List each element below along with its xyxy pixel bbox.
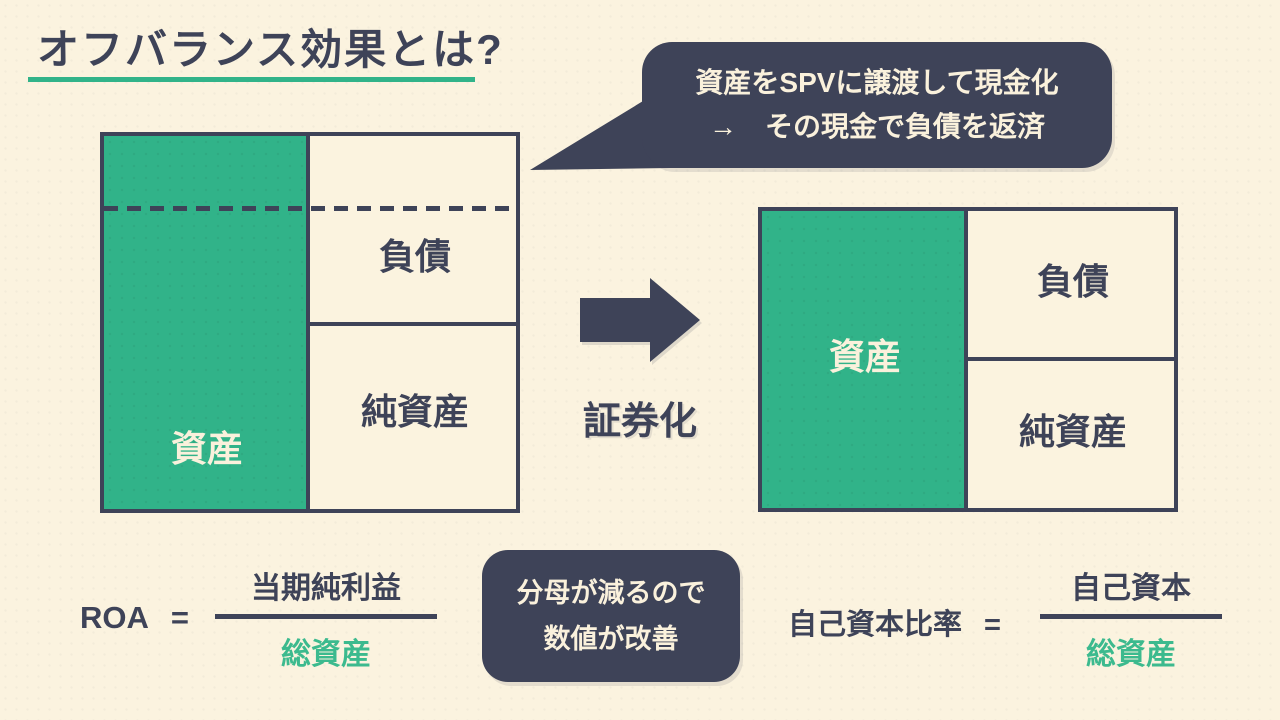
asset-block-after (762, 211, 968, 508)
note-box-line-1: 分母が減るので (516, 578, 706, 608)
roa-label: ROA (80, 600, 149, 635)
equity-ratio-denominator: 総資産 (1086, 638, 1176, 671)
equity-ratio-label: 自己資本比率 (788, 609, 963, 641)
roa-formula-lhs: ROA = (80, 600, 189, 636)
equity-ratio-numerator: 自己資本 (1071, 572, 1191, 605)
equity-ratio-formula-lhs: 自己資本比率 = (788, 601, 1001, 643)
roa-fraction-bar (215, 614, 437, 619)
title-underline (28, 77, 475, 82)
liability-label-after: 負債 (1036, 261, 1109, 302)
liability-netasset-divider-after (968, 357, 1174, 361)
liability-label-before: 負債 (378, 236, 451, 277)
page-title: オフバランス効果とは? (37, 26, 504, 73)
net-asset-label-after: 純資産 (1018, 411, 1127, 452)
balance-sheet-after: 資産 負債 純資産 (758, 207, 1178, 512)
roa-numerator: 当期純利益 (251, 572, 401, 605)
roa-equals: = (170, 600, 189, 635)
right-arrow-icon (580, 278, 700, 362)
asset-block-before (104, 136, 310, 509)
asset-label-before: 資産 (170, 428, 243, 469)
note-box-line-2: 数値が改善 (543, 624, 679, 654)
asset-label-after: 資産 (828, 336, 901, 377)
speech-bubble-line-1: 資産をSPVに譲渡して現金化 (695, 67, 1059, 98)
liability-netasset-divider-before (310, 322, 516, 326)
equity-ratio-fraction-bar (1040, 614, 1222, 619)
speech-bubble: 資産をSPVに譲渡して現金化 → その現金で負債を返済 (642, 42, 1112, 168)
roa-denominator: 総資産 (281, 638, 371, 671)
net-asset-label-before: 純資産 (360, 391, 469, 432)
speech-bubble-line-2: → その現金で負債を返済 (708, 111, 1045, 142)
offbalance-dashed-line (104, 206, 516, 211)
balance-sheet-before: 資産 負債 純資産 (100, 132, 520, 513)
equity-ratio-equals: = (984, 609, 1001, 641)
note-box: 分母が減るので 数値が改善 (482, 550, 740, 682)
securitization-label: 証券化 (582, 401, 697, 443)
